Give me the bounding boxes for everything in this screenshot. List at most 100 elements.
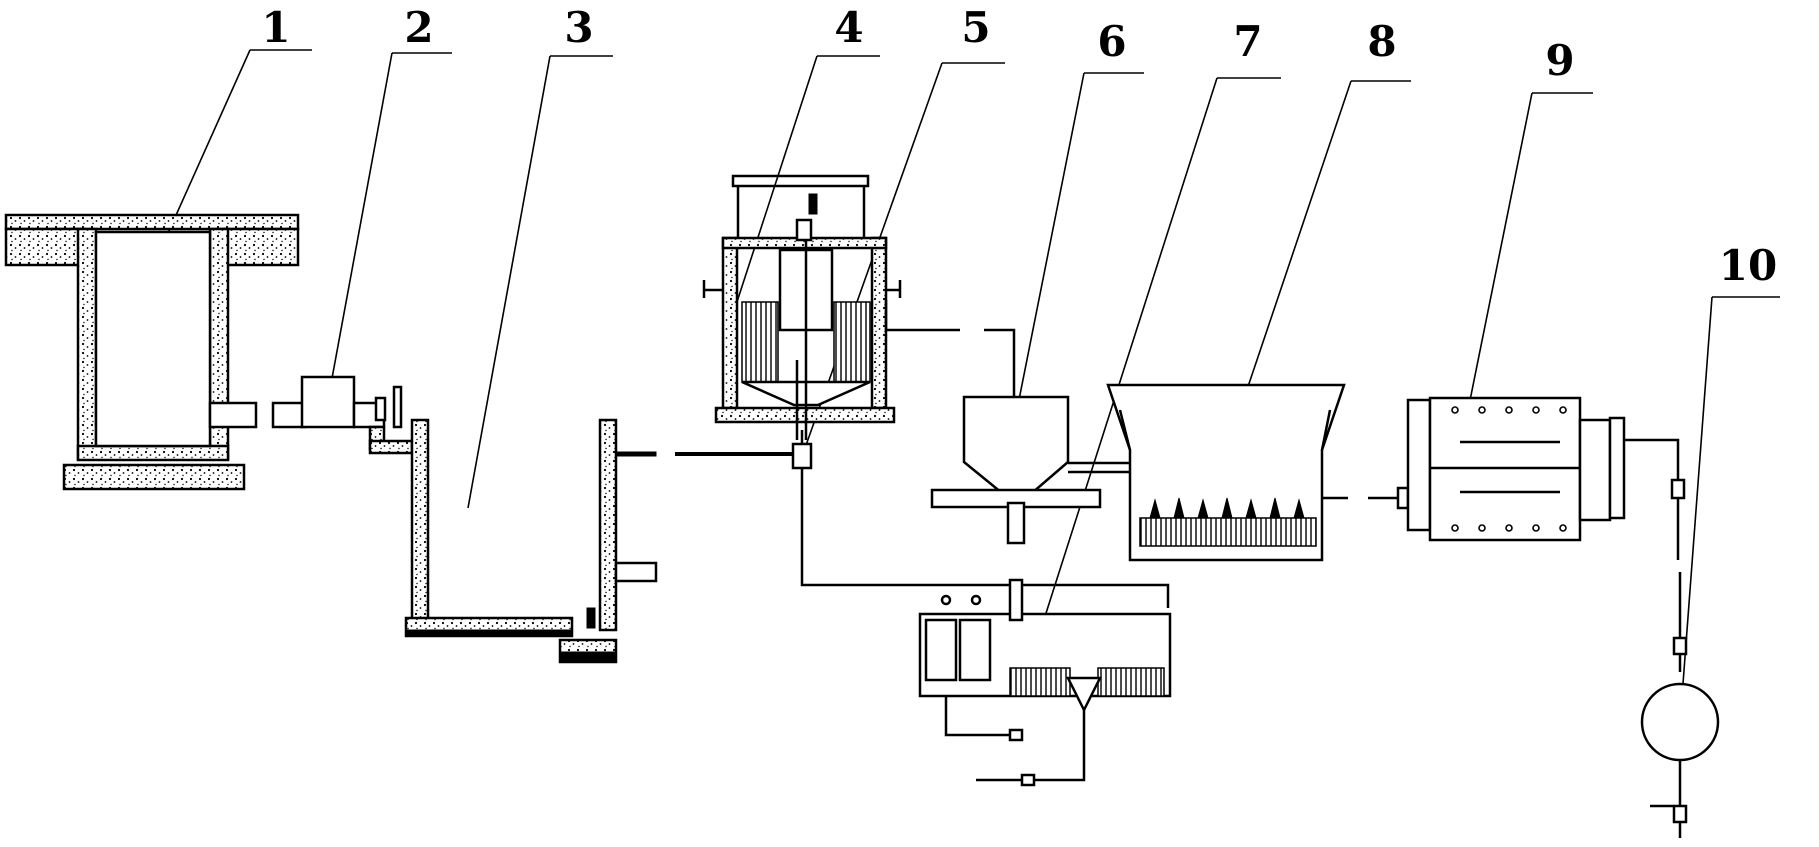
reactor-4-left-wall	[721, 236, 739, 410]
leader-9-slant	[1461, 92, 1533, 441]
valve-5-down-pipe	[800, 468, 1170, 608]
hole-icon	[1478, 406, 1486, 414]
label-10: 10	[1719, 241, 1777, 290]
unit-9-out-valve	[1670, 478, 1686, 500]
reactor-4	[702, 174, 960, 440]
tank-3-floor-dark	[405, 629, 573, 637]
basin-8-inner-left	[1118, 409, 1132, 451]
basin-8	[1106, 383, 1348, 562]
unit-9-out-pipe	[1624, 438, 1680, 560]
reactor-4-motor-top	[808, 193, 818, 215]
unit-9-endcap	[1406, 398, 1432, 532]
hopper-6-drain	[1006, 501, 1026, 545]
unit-7-inlet	[1008, 578, 1024, 622]
unit-9-holes	[1451, 406, 1567, 532]
valve-5-body	[791, 442, 813, 470]
valve-5	[791, 430, 1170, 608]
plant-icon	[1149, 498, 1161, 519]
hopper-6	[930, 328, 1132, 545]
leader-8-slant	[1229, 80, 1352, 441]
reactor-4-media-left	[741, 301, 779, 383]
reactor-4-media-right	[833, 301, 871, 383]
reactor-4-right-wall	[870, 236, 888, 410]
label-5: 5	[961, 3, 990, 52]
unit-7-media-b	[1097, 667, 1165, 697]
unit-7-cone	[1065, 676, 1103, 713]
pipe-2-in	[271, 401, 307, 429]
unit-9-right-flange	[1578, 418, 1612, 522]
basin-8-inner-right	[1320, 409, 1332, 451]
tank-1-left-wall	[76, 227, 98, 461]
pipe-2-post	[392, 385, 403, 429]
unit-7-valve-1	[1008, 728, 1024, 742]
leader-7-slant	[1039, 77, 1218, 633]
leader-6-slant	[1011, 72, 1085, 436]
hole-icon	[1505, 406, 1513, 414]
leader-2-slant	[327, 52, 393, 401]
unit-7-pipe-2	[976, 710, 1086, 782]
tank-1-inner	[94, 230, 212, 448]
box-2	[271, 375, 414, 455]
tank-3-left-wall	[410, 418, 430, 622]
hole-icon	[1559, 406, 1567, 414]
label-1: 1	[261, 3, 290, 52]
reactor-4-outlet	[884, 300, 960, 332]
label-7: 7	[1233, 17, 1262, 66]
tank-1-top-left	[4, 227, 84, 267]
hopper-6-body	[962, 395, 1070, 495]
tank-1-top-slab	[4, 213, 300, 231]
tank-1-base	[62, 463, 246, 491]
leader-3-slant	[467, 55, 551, 509]
tank-3-pipe-out	[615, 451, 657, 457]
tank-1	[4, 213, 300, 491]
plant-icon	[1269, 497, 1281, 519]
leader-4-slant	[734, 55, 818, 309]
hole-icon	[1532, 406, 1540, 414]
unit-7-valve-2	[1020, 773, 1036, 787]
basin-8-bed	[1139, 517, 1317, 547]
unit-9	[1368, 396, 1686, 560]
unit-7-chamber-a	[924, 618, 958, 682]
box-2-body	[300, 375, 356, 429]
hopper-6-pipe-in	[984, 328, 1016, 398]
unit-7-gauge-a	[940, 594, 952, 606]
tank-1-outlet-pipe	[208, 401, 258, 429]
label-2: 2	[404, 3, 433, 52]
label-6: 6	[1097, 17, 1126, 66]
hole-icon	[1559, 524, 1567, 532]
unit-9-flange	[1396, 486, 1410, 510]
reactor-4-motor	[795, 218, 813, 242]
reactor-4-frame-top	[731, 174, 870, 188]
tank-3-sump-dark	[559, 651, 617, 663]
plant-icon	[1173, 497, 1185, 519]
hole-icon	[1451, 406, 1459, 414]
unit-7-media-a	[1009, 667, 1071, 697]
hole-icon	[1532, 524, 1540, 532]
label-4: 4	[834, 3, 863, 52]
hole-icon	[1478, 524, 1486, 532]
plant-icon	[1197, 498, 1209, 519]
vessel-10-valve-top	[1672, 636, 1688, 656]
vessel-10	[1640, 572, 1720, 838]
label-group: 1 2 3 4 5 6 7 8 9 10	[146, 3, 1780, 698]
tank-3-stub	[586, 607, 596, 629]
unit-7-pipe-1	[944, 696, 1010, 737]
leader-10-slant	[1681, 296, 1713, 698]
hole-icon	[1451, 524, 1459, 532]
tank-3-right-wall	[598, 418, 618, 632]
pipe-2-elbow	[368, 439, 414, 455]
basin-8-plants	[1149, 497, 1305, 519]
vessel-10-valve-bottom	[1672, 804, 1688, 824]
unit-7	[918, 578, 1172, 787]
tank-1-floor	[76, 444, 230, 462]
tank-3-outlet	[614, 561, 658, 583]
vessel-10-sphere	[1640, 682, 1720, 762]
unit-7-chamber-b	[958, 618, 992, 682]
hole-icon	[1505, 524, 1513, 532]
label-8: 8	[1367, 17, 1396, 66]
plant-icon	[1293, 498, 1305, 519]
label-9: 9	[1545, 36, 1574, 85]
label-3: 3	[564, 3, 593, 52]
tank-1-top-right	[220, 227, 300, 267]
